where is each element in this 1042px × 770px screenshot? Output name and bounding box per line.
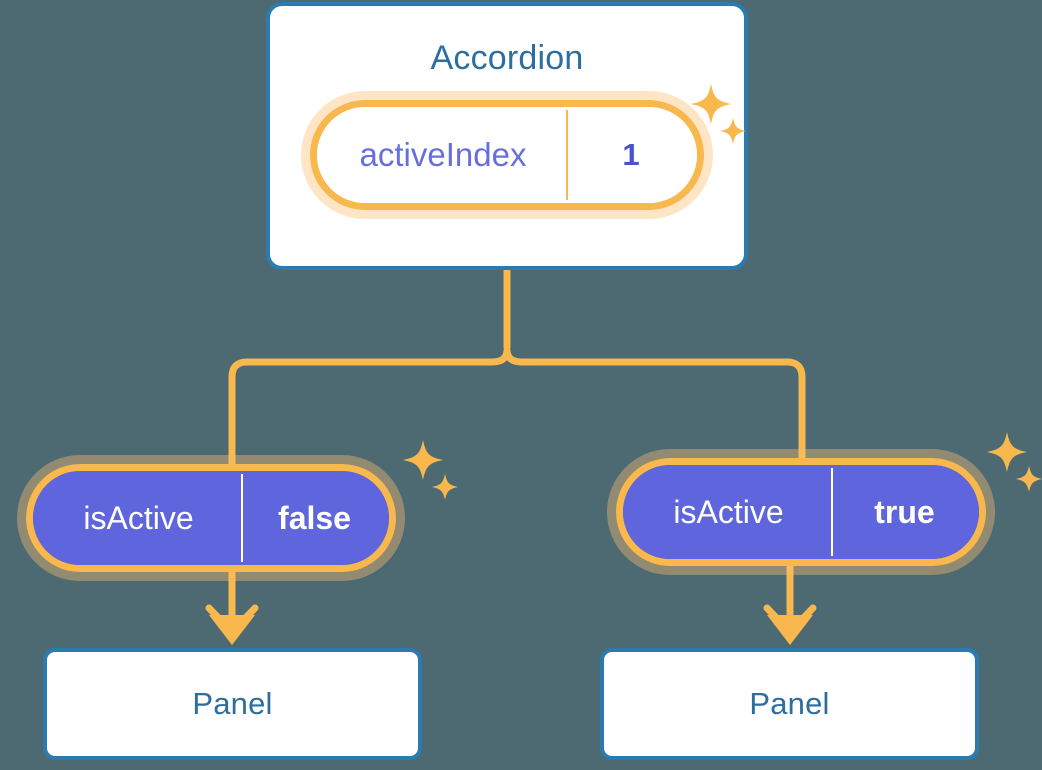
- state-pill-active-index[interactable]: activeIndex 1: [310, 100, 704, 210]
- component-title-panel-left: Panel: [192, 686, 273, 721]
- state-pill-ring: isActive false: [26, 464, 396, 572]
- arrow-down-icon-right: [763, 566, 817, 645]
- component-card-panel-left[interactable]: Panel: [43, 648, 422, 760]
- component-title-accordion: Accordion: [430, 39, 584, 77]
- state-pill-is-active-true[interactable]: isActive true: [616, 458, 986, 566]
- sparkle-four-point-small: [432, 474, 458, 500]
- component-title-panel-right: Panel: [749, 686, 830, 721]
- state-pill-key: activeIndex: [320, 110, 568, 200]
- state-pill-body: isActive true: [623, 465, 979, 559]
- sparkle-four-point-large: [987, 432, 1027, 472]
- sparkle-group-left: [403, 440, 458, 500]
- state-pill-ring: isActive true: [616, 458, 986, 566]
- sparkle-group-right: [987, 432, 1042, 492]
- state-pill-value: false: [278, 499, 351, 536]
- sparkle-four-point-large: [403, 440, 443, 480]
- state-pill-key: isActive: [36, 474, 243, 562]
- state-pill-body: isActive false: [33, 471, 389, 565]
- connector-branches: [228, 346, 806, 472]
- sparkle-four-point-small: [1016, 466, 1042, 492]
- state-pill-ring: activeIndex 1: [310, 100, 704, 210]
- state-pill-is-active-false[interactable]: isActive false: [26, 464, 396, 572]
- state-pill-key: isActive: [626, 468, 833, 556]
- state-pill-value: true: [874, 493, 935, 530]
- arrow-down-icon-left: [205, 572, 259, 645]
- state-pill-value: 1: [622, 137, 640, 172]
- component-card-panel-right[interactable]: Panel: [600, 648, 979, 760]
- state-pill-body: activeIndex 1: [317, 107, 697, 203]
